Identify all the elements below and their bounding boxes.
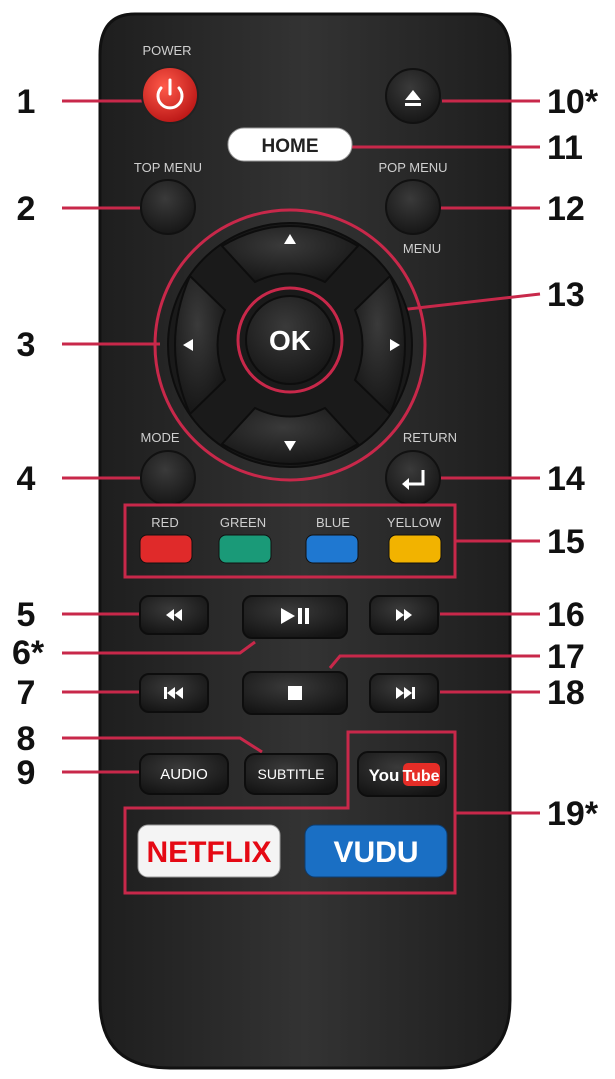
- stop-button[interactable]: [242, 671, 348, 715]
- dpad-right-button[interactable]: [353, 274, 406, 416]
- callout-9: 9: [17, 754, 36, 792]
- youtube-tube-text: Tube: [402, 768, 439, 785]
- youtube-button[interactable]: You Tube: [357, 751, 447, 797]
- stop-icon: [288, 686, 302, 700]
- ok-button[interactable]: OK: [245, 295, 335, 385]
- callout-12: 12: [547, 190, 585, 228]
- power-button[interactable]: [141, 66, 199, 124]
- dpad-highlight-ring: [153, 208, 427, 482]
- callout-1: 1: [17, 83, 36, 121]
- green-label: GREEN: [220, 515, 266, 530]
- subtitle-button[interactable]: SUBTITLE: [244, 753, 338, 795]
- callout-10: 10*: [547, 83, 599, 121]
- subtitle-button-label: SUBTITLE: [258, 766, 325, 782]
- callout-17: 17: [547, 638, 585, 676]
- callout-19: 19*: [547, 795, 599, 833]
- dpad-down-button[interactable]: [220, 406, 360, 465]
- top-menu-label: TOP MENU: [134, 160, 202, 175]
- callout-18: 18: [547, 674, 585, 712]
- blue-button[interactable]: [305, 534, 359, 564]
- callout-numbers: 1 2 3 4 5 6* 7 8 9 10* 11 12 13 14 15 16…: [12, 83, 599, 833]
- dpad-up-button[interactable]: [220, 225, 360, 284]
- callout-4: 4: [17, 460, 36, 498]
- color-buttons-highlight: [123, 503, 457, 579]
- play-pause-button[interactable]: [242, 595, 348, 639]
- red-label: RED: [151, 515, 178, 530]
- return-icon: [402, 470, 425, 490]
- callout-7: 7: [17, 674, 36, 712]
- top-menu-button[interactable]: [140, 179, 196, 235]
- audio-button[interactable]: AUDIO: [139, 753, 229, 795]
- fast-forward-button[interactable]: [369, 595, 439, 635]
- pop-menu-button[interactable]: [385, 179, 441, 235]
- eject-icon: [405, 90, 421, 106]
- arrow-up-icon: [284, 234, 296, 244]
- power-icon: [156, 78, 184, 110]
- home-button[interactable]: HOME: [227, 127, 353, 162]
- youtube-you-text: You: [369, 766, 400, 785]
- eject-button[interactable]: [385, 68, 441, 124]
- fast-forward-icon: [396, 609, 412, 621]
- yellow-label: YELLOW: [387, 515, 442, 530]
- return-label: RETURN: [403, 430, 457, 445]
- netflix-button[interactable]: NETFLIX: [137, 824, 281, 878]
- callout-14: 14: [547, 460, 585, 498]
- callout-8: 8: [17, 720, 36, 758]
- callout-lines: [62, 99, 541, 815]
- skip-forward-button[interactable]: [369, 673, 439, 713]
- power-label: POWER: [142, 43, 191, 58]
- rewind-button[interactable]: [139, 595, 209, 635]
- play-pause-icon: [281, 608, 309, 624]
- mode-button[interactable]: [140, 450, 196, 506]
- callout-6: 6*: [12, 634, 45, 672]
- rewind-icon: [166, 609, 182, 621]
- vudu-button-label: VUDU: [333, 836, 418, 869]
- audio-button-label: AUDIO: [160, 766, 208, 783]
- arrow-right-icon: [390, 339, 400, 351]
- callout-13: 13: [547, 276, 585, 314]
- callout-3: 3: [17, 326, 36, 364]
- vudu-button[interactable]: VUDU: [304, 824, 448, 878]
- ok-button-label: OK: [269, 325, 311, 356]
- home-button-label: HOME: [262, 136, 319, 157]
- red-button[interactable]: [139, 534, 193, 564]
- return-button[interactable]: [385, 450, 441, 506]
- arrow-down-icon: [284, 441, 296, 451]
- netflix-button-label: NETFLIX: [147, 836, 272, 869]
- pop-menu-label: POP MENU: [378, 160, 447, 175]
- arrow-left-icon: [183, 339, 193, 351]
- ok-highlight-ring: [236, 286, 344, 394]
- yellow-button[interactable]: [388, 534, 442, 564]
- menu-label: MENU: [403, 241, 441, 256]
- callout-2: 2: [17, 190, 36, 228]
- callout-16: 16: [547, 596, 585, 634]
- skip-back-button[interactable]: [139, 673, 209, 713]
- youtube-tube-badge: [403, 763, 440, 786]
- skip-forward-icon: [396, 687, 415, 699]
- callout-11: 11: [547, 129, 583, 167]
- skip-back-icon: [164, 687, 183, 699]
- callout-5: 5: [17, 596, 36, 634]
- streaming-buttons-highlight: [123, 730, 457, 895]
- blue-label: BLUE: [316, 515, 350, 530]
- mode-label: MODE: [141, 430, 180, 445]
- callout-15: 15: [547, 523, 585, 561]
- dpad-left-button[interactable]: [174, 274, 227, 416]
- green-button[interactable]: [218, 534, 272, 564]
